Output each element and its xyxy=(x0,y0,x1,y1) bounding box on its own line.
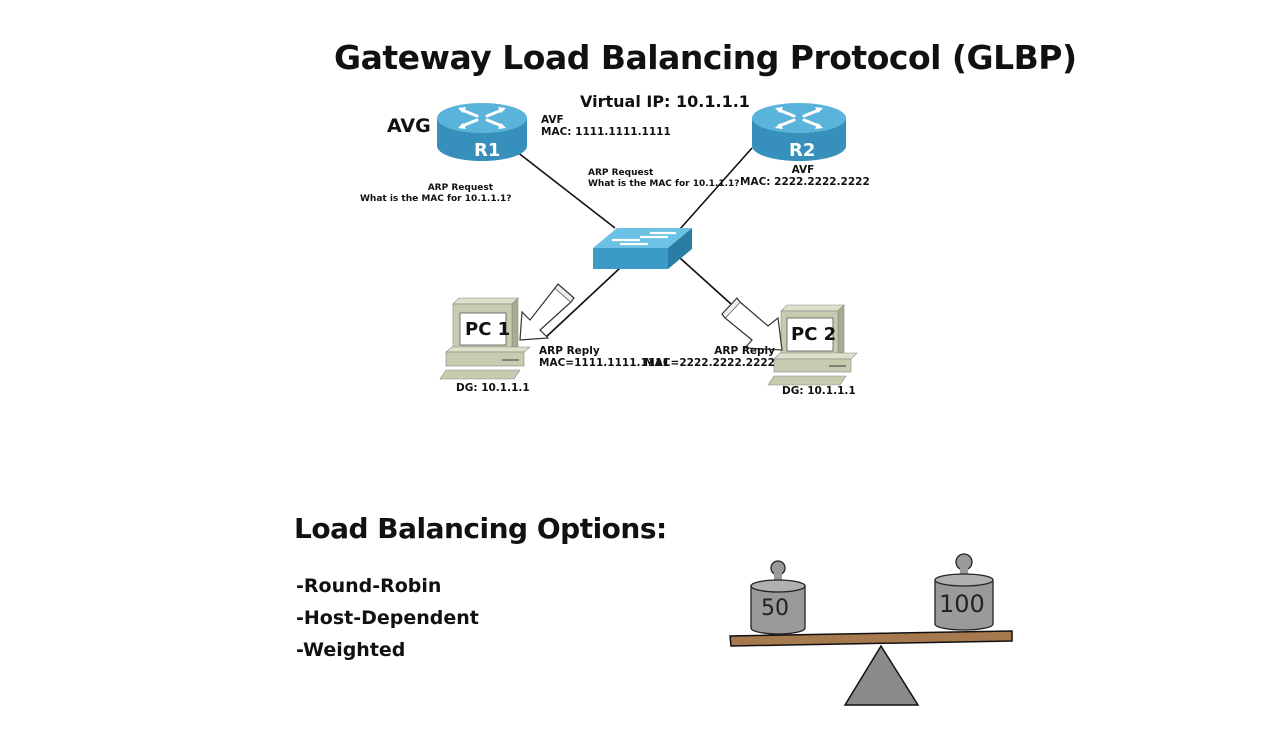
pc1-arp-reply-title: ARP Reply xyxy=(539,345,600,357)
virtual-ip-label: Virtual IP: 10.1.1.1 xyxy=(580,92,750,111)
arp-reply-arrow-pc2 xyxy=(721,297,783,351)
page-title: Gateway Load Balancing Protocol (GLBP) xyxy=(334,38,1077,77)
r2-role: AVF xyxy=(791,164,815,176)
pc2-dg: DG: 10.1.1.1 xyxy=(782,385,856,397)
weight-50-icon xyxy=(750,560,806,635)
option-round-robin: -Round-Robin xyxy=(296,575,442,597)
r1-arp-request: ARP Request What is the MAC for 10.1.1.1… xyxy=(360,183,512,205)
r2-mac: MAC: 2222.2222.2222 xyxy=(740,176,870,188)
r2-arp-request-title: ARP Request xyxy=(588,168,654,178)
r1-arp-request-text: What is the MAC for 10.1.1.1? xyxy=(360,194,512,204)
pc1-arp-reply-mac: MAC=1111.1111.1111 xyxy=(539,357,670,369)
pc2-icon xyxy=(767,304,858,386)
r1-info: AVF MAC: 1111.1111.1111 xyxy=(541,114,671,138)
pc2-arp-reply-title: ARP Reply xyxy=(714,345,775,357)
pc1-dg: DG: 10.1.1.1 xyxy=(456,382,530,394)
switch-icon xyxy=(593,228,692,269)
scale-beam-icon xyxy=(729,630,1013,647)
r1-avg-label: AVG xyxy=(387,115,431,137)
r1-arp-request-title: ARP Request xyxy=(427,183,493,193)
r1-role: AVF xyxy=(541,114,564,126)
option-weighted: -Weighted xyxy=(296,639,406,661)
arp-reply-arrow-pc1 xyxy=(519,283,575,341)
weight-100-label: 100 xyxy=(939,590,985,618)
r2-arp-request: ARP Request What is the MAC for 10.1.1.1… xyxy=(588,168,739,190)
link-r1-switch xyxy=(511,147,616,229)
router-r2-icon xyxy=(752,103,846,161)
r2-arp-request-text: What is the MAC for 10.1.1.1? xyxy=(588,179,740,189)
pc1-arp-reply: ARP Reply MAC=1111.1111.1111 xyxy=(539,345,670,369)
pc1-label: PC 1 xyxy=(465,319,511,340)
weight-50-label: 50 xyxy=(761,596,789,621)
options-title: Load Balancing Options: xyxy=(294,512,667,545)
pc2-label: PC 2 xyxy=(791,324,837,345)
pc1-icon xyxy=(439,297,531,380)
weight-100-icon xyxy=(934,553,994,631)
link-switch-pc1 xyxy=(544,267,621,339)
router-r1-icon xyxy=(437,103,527,161)
r2-label: R2 xyxy=(789,140,816,161)
r1-label: R1 xyxy=(474,140,501,161)
options-list: -Round-Robin -Host-Dependent -Weighted xyxy=(296,570,479,666)
r1-mac: MAC: 1111.1111.1111 xyxy=(541,126,671,138)
option-host-dependent: -Host-Dependent xyxy=(296,607,479,629)
scale-fulcrum-icon xyxy=(843,644,920,706)
pc2-arp-reply: ARP Reply MAC=2222.2222.2222 xyxy=(630,345,775,369)
pc2-arp-reply-mac: MAC=2222.2222.2222 xyxy=(644,357,775,369)
r2-info: AVF MAC: 2222.2222.2222 xyxy=(740,164,870,188)
link-r2-switch xyxy=(671,147,753,239)
